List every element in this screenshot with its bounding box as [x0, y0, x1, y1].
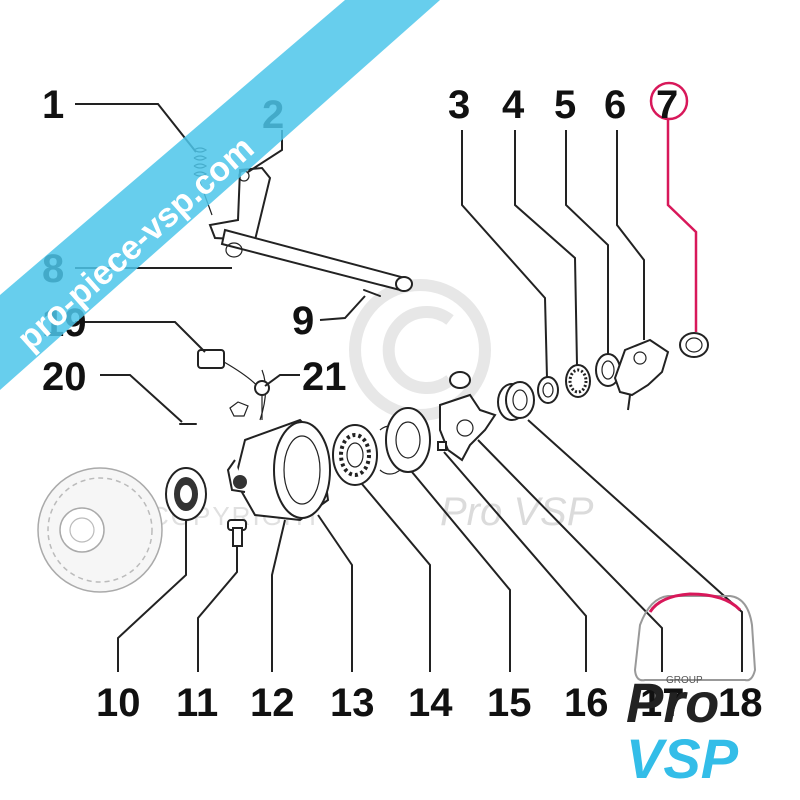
logo-word-pro: Pro [626, 671, 719, 734]
part-7-ring [679, 332, 709, 358]
part-4-bearing [565, 364, 591, 398]
callout-3: 3 [448, 83, 470, 127]
part-17-bush [497, 381, 535, 421]
leader-1 [75, 103, 197, 153]
part-16-fork [437, 371, 497, 462]
leader-21 [264, 374, 300, 387]
callout-20: 20 [42, 355, 87, 399]
callout-7: 7 [656, 83, 678, 127]
part-8-shaft [220, 228, 413, 292]
leader-3 [461, 130, 548, 379]
logo-word-vsp: VSP [626, 727, 739, 790]
car-outline-icon [633, 595, 757, 682]
callout-11: 11 [176, 681, 218, 725]
part-19-sensor [197, 349, 270, 420]
leader-20 [100, 374, 183, 423]
leader-16 [443, 451, 587, 672]
leader-18 [527, 419, 743, 672]
callout-17: 17 [640, 681, 685, 725]
part-10-gear [37, 467, 163, 593]
site-banner: pro-piece-vsp.com [0, 0, 440, 390]
callout-16: 16 [564, 681, 609, 725]
leader-15 [411, 471, 511, 672]
leader-7 [666, 118, 698, 332]
brand-watermark-text: Pro VSP [440, 490, 594, 534]
part-12-housing [226, 369, 331, 522]
leader-4 [514, 130, 578, 366]
leader-6 [616, 130, 645, 340]
leader-13 [317, 514, 353, 672]
callout-4: 4 [502, 83, 525, 127]
callout-21: 21 [302, 355, 347, 399]
leader-10 [117, 520, 187, 672]
callout-13: 13 [330, 681, 375, 725]
leader-14 [361, 483, 431, 672]
leader-11 [197, 546, 238, 672]
part-9-pin [363, 289, 381, 297]
leader-5 [565, 130, 609, 354]
part-3-ring [537, 376, 559, 404]
part-14-bearing [332, 424, 378, 486]
part-15-disc [385, 407, 431, 473]
callout-1: 1 [42, 83, 64, 127]
callout-6: 6 [604, 83, 626, 127]
leader-12 [271, 519, 286, 672]
leader-19 [75, 321, 206, 353]
callout-5: 5 [554, 83, 576, 127]
part-6-lever [613, 338, 670, 411]
leader-17 [477, 439, 663, 672]
callout-10: 10 [96, 681, 141, 725]
callout-9: 9 [292, 299, 314, 343]
callout-18: 18 [718, 681, 763, 725]
provsp-logo: GROUP Pro VSP [626, 592, 757, 790]
logo-group-text: GROUP [666, 675, 703, 686]
part-seal-ring [165, 467, 207, 521]
callout-15: 15 [487, 681, 532, 725]
part-11-screw [227, 519, 247, 547]
highlight-ring-7 [649, 81, 689, 121]
callout-14: 14 [408, 681, 453, 725]
car-roof-icon [648, 592, 742, 613]
callout-12: 12 [250, 681, 295, 725]
leader-9 [319, 295, 366, 321]
